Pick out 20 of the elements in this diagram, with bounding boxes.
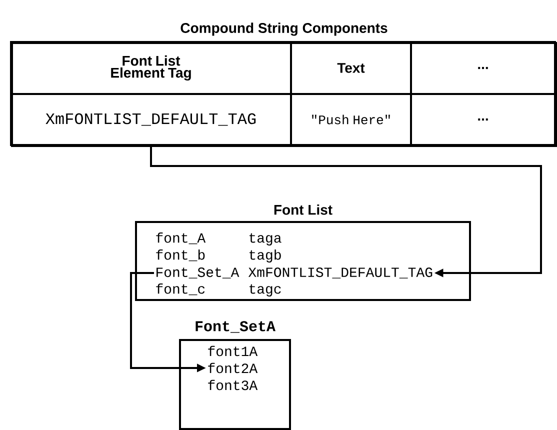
arrow xyxy=(150,146,542,278)
list-box xyxy=(179,321,291,430)
list-entry: font2A xyxy=(208,362,258,374)
table xyxy=(11,22,557,147)
table-cell: Font List Element Tag xyxy=(10,41,292,95)
list-entry: Font_Set_A XmFONTLIST_DEFAULT_TAG xyxy=(156,268,432,278)
table-cell: "Push Here" xyxy=(290,93,412,146)
table-cell: ... xyxy=(410,41,556,95)
list-entry: font3A xyxy=(208,380,258,390)
box-title: Font List xyxy=(274,204,332,215)
list-entry: font1A xyxy=(208,346,258,356)
table-cell: ... xyxy=(410,93,556,146)
list-entry: font_b tagb xyxy=(156,249,281,263)
box-title: Compound String Components xyxy=(180,22,388,36)
table-cell: Text xyxy=(290,41,412,95)
list-box xyxy=(135,204,471,301)
list-entry: font_c tagc xyxy=(156,283,281,297)
table-cell: XmFONTLIST_DEFAULT_TAG xyxy=(10,93,292,146)
box-title: Font_SetA xyxy=(196,321,276,333)
list-entry: font_A taga xyxy=(156,232,282,246)
